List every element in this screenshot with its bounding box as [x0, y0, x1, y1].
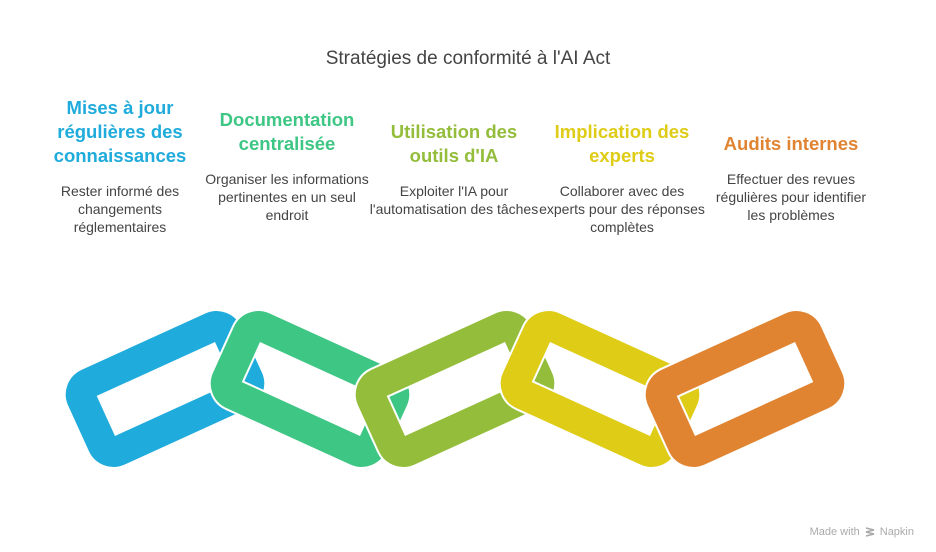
strategy-description: Collaborer avec des experts pour des rép… [539, 183, 705, 235]
strategy-3: Utilisation des outils d'IA Exploiter l'… [369, 120, 539, 218]
strategy-heading: Mises à jour régulières des connaissance… [53, 97, 187, 166]
strategy-heading: Implication des experts [554, 121, 690, 166]
strategy-1: Mises à jour régulières des connaissance… [35, 96, 205, 236]
strategy-2: Documentation centralisée Organiser les … [202, 108, 372, 224]
made-with-label: Made with [809, 526, 860, 538]
strategy-heading: Documentation centralisée [219, 109, 355, 154]
strategy-description: Exploiter l'IA pour l'automatisation des… [369, 183, 539, 217]
strategy-4: Implication des experts Collaborer avec … [537, 120, 707, 236]
napkin-logo-icon [865, 527, 874, 537]
strategy-heading: Audits internes [723, 133, 859, 154]
chain-link-5 [643, 309, 847, 469]
diagram-title: Stratégies de conformité à l'AI Act [325, 48, 611, 69]
napkin-brand-label: Napkin [879, 526, 914, 538]
strategy-heading: Utilisation des outils d'IA [390, 121, 518, 166]
strategy-description: Organiser les informations pertinentes e… [205, 171, 369, 223]
strategy-description: Rester informé des changements réglement… [60, 183, 180, 235]
strategy-description: Effectuer des revues régulières pour ide… [715, 171, 867, 223]
napkin-watermark: Made with Napkin [810, 526, 914, 538]
strategy-5: Audits internes Effectuer des revues rég… [706, 132, 876, 224]
